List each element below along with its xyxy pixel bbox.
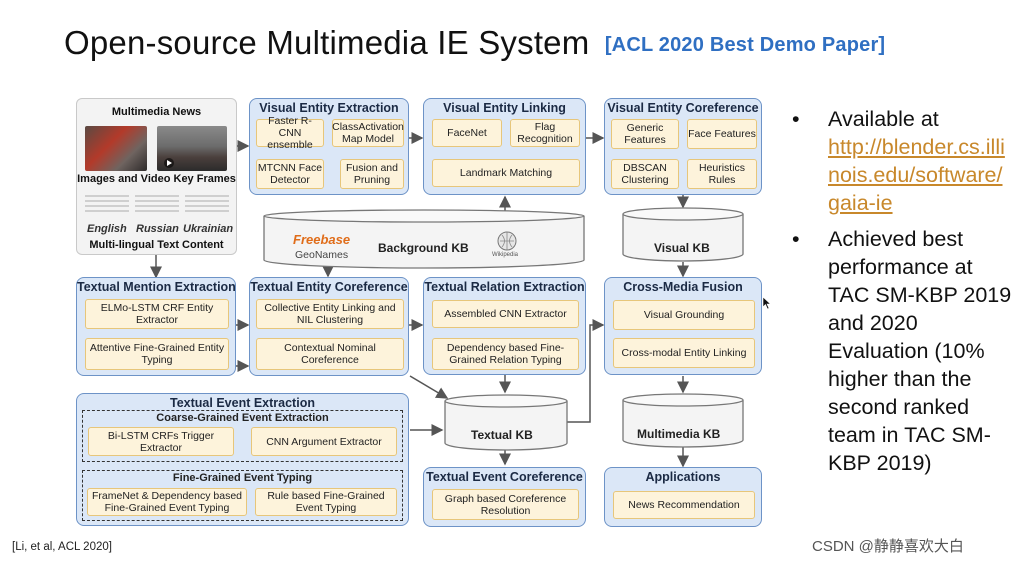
nominal-coreference-box: Contextual Nominal Coreference — [256, 338, 404, 370]
panel-title: Textual Entity Coreference — [250, 280, 408, 294]
news-recommendation-box: News Recommendation — [613, 491, 755, 519]
availability-text: Available at — [828, 107, 939, 131]
multimedia-kb-cylinder — [622, 393, 744, 448]
graph-coreference-box: Graph based Coreference Resolution — [432, 489, 579, 520]
panel-title: Textual Mention Extraction — [77, 280, 236, 294]
panel-title: Textual Event Extraction — [170, 396, 315, 410]
panel-title: Visual Entity Extraction — [259, 101, 399, 115]
citation-footer: [Li, et al, ACL 2020] — [12, 541, 112, 553]
visual-kb-cylinder — [622, 207, 744, 262]
textual-kb-label: Textual KB — [471, 428, 533, 442]
panel-title: Textual Relation Extraction — [424, 280, 585, 294]
mouse-cursor-icon — [762, 296, 772, 310]
play-icon — [164, 158, 174, 168]
fusion-pruning-box: Fusion and Pruning — [340, 159, 404, 189]
facenet-box: FaceNet — [432, 119, 502, 147]
slide-title: Open-source Multimedia IE System [ACL 20… — [64, 24, 885, 62]
textual-mention-extraction-panel: Textual Mention Extraction ELMo-LSTM CRF… — [76, 277, 236, 376]
text-lines-english — [85, 195, 129, 215]
dbscan-box: DBSCAN Clustering — [611, 159, 679, 189]
textual-entity-coreference-panel: Textual Entity Coreference Collective En… — [249, 277, 409, 376]
coarse-grained-group: Coarse-Grained Event Extraction Bi-LSTM … — [82, 410, 403, 462]
faster-rcnn-box: Faster R-CNN ensemble — [256, 115, 324, 151]
language-english: English — [87, 223, 127, 235]
textual-event-coreference-panel: Textual Event Coreference Graph based Co… — [423, 467, 586, 527]
language-russian: Russian — [136, 223, 179, 235]
textual-relation-extraction-panel: Textual Relation Extraction Assembled CN… — [423, 277, 586, 375]
performance-text: Achieved best performance at TAC SM-KBP … — [828, 227, 1012, 475]
freebase-logo: Freebase — [293, 232, 351, 247]
collective-linking-box: Collective Entity Linking and NIL Cluste… — [256, 299, 404, 329]
news-video-frame — [157, 126, 227, 171]
wikipedia-label: Wikipedia — [492, 252, 519, 258]
coarse-grained-title: Coarse-Grained Event Extraction — [156, 412, 329, 424]
cross-media-fusion-panel: Cross-Media Fusion Visual Grounding Cros… — [604, 277, 762, 375]
background-kb-cylinder — [263, 209, 585, 269]
heuristics-box: Heuristics Rules — [687, 159, 757, 189]
bilstm-crf-box: Bi-LSTM CRFs Trigger Extractor — [88, 427, 234, 456]
visual-entity-coreference-panel: Visual Entity Coreference Generic Featur… — [604, 98, 762, 195]
landmark-matching-box: Landmark Matching — [432, 159, 580, 187]
news-images-label: Images and Video Key Frames — [77, 173, 236, 185]
arrow-textual-kb-to-fusion — [567, 319, 605, 423]
bullet-dot: • — [792, 107, 800, 131]
panel-title: Textual Event Coreference — [426, 470, 583, 484]
assembled-cnn-box: Assembled CNN Extractor — [432, 300, 579, 328]
fine-grained-entity-typing-box: Attentive Fine-Grained Entity Typing — [85, 338, 229, 370]
applications-panel: Applications News Recommendation — [604, 467, 762, 527]
bullet-availability: • Available at http://blender.cs.illinoi… — [792, 105, 1014, 217]
bullet-performance: • Achieved best performance at TAC SM-KB… — [792, 225, 1014, 477]
fine-grained-title: Fine-Grained Event Typing — [172, 472, 313, 484]
csdn-watermark: CSDN @静静喜欢大白 — [812, 538, 964, 555]
slide-subtitle: [ACL 2020 Best Demo Paper] — [604, 34, 886, 56]
generic-features-box: Generic Features — [611, 119, 679, 149]
fine-grained-group: Fine-Grained Event Typing FrameNet & Dep… — [82, 470, 403, 521]
multimedia-kb-label: Multimedia KB — [637, 427, 721, 441]
visual-entity-linking-panel: Visual Entity Linking FaceNet Flag Recog… — [423, 98, 586, 195]
panel-title: Visual Entity Coreference — [607, 101, 759, 115]
cross-modal-linking-box: Cross-modal Entity Linking — [613, 338, 755, 368]
panel-title: Cross-Media Fusion — [623, 280, 743, 294]
slide-title-text: Open-source Multimedia IE System — [64, 24, 590, 61]
elmo-lstm-box: ELMo-LSTM CRF Entity Extractor — [85, 299, 229, 329]
visual-grounding-box: Visual Grounding — [613, 300, 755, 330]
textual-event-extraction-panel: Textual Event Extraction Coarse-Grained … — [76, 393, 409, 526]
textual-kb-cylinder — [444, 394, 568, 451]
framenet-typing-box: FrameNet & Dependency based Fine-Grained… — [87, 488, 247, 516]
bullet-list: • Available at http://blender.cs.illinoi… — [792, 105, 1014, 485]
rule-typing-box: Rule based Fine-Grained Event Typing — [255, 488, 397, 516]
face-features-box: Face Features — [687, 119, 757, 149]
mtcnn-box: MTCNN Face Detector — [256, 159, 324, 189]
news-photo — [85, 126, 147, 171]
arrow-entity-coref-to-textual-kb — [409, 375, 449, 399]
news-title: Multimedia News — [111, 106, 202, 118]
visual-entity-extraction-panel: Visual Entity Extraction Faster R-CNN en… — [249, 98, 409, 195]
geonames-logo: GeoNames — [295, 249, 349, 261]
visual-kb-label: Visual KB — [654, 241, 710, 255]
text-lines-russian — [135, 195, 179, 215]
background-kb-label: Background KB — [378, 241, 469, 255]
news-text-label: Multi-lingual Text Content — [89, 239, 224, 251]
project-link[interactable]: http://blender.cs.illinois.edu/software/… — [828, 135, 1005, 215]
panel-title: Applications — [645, 470, 721, 484]
cnn-argument-box: CNN Argument Extractor — [251, 427, 397, 456]
panel-title: Visual Entity Linking — [443, 101, 566, 115]
flag-recognition-box: Flag Recognition — [510, 119, 580, 147]
dependency-relation-typing-box: Dependency based Fine-Grained Relation T… — [432, 338, 579, 370]
multimedia-news-panel: Multimedia News Images and Video Key Fra… — [76, 98, 237, 255]
text-lines-ukrainian — [185, 195, 229, 215]
bullet-dot: • — [792, 227, 800, 251]
wikipedia-globe-icon — [497, 231, 517, 251]
language-ukrainian: Ukrainian — [183, 223, 234, 235]
cam-box: ClassActivation Map Model — [332, 119, 404, 147]
